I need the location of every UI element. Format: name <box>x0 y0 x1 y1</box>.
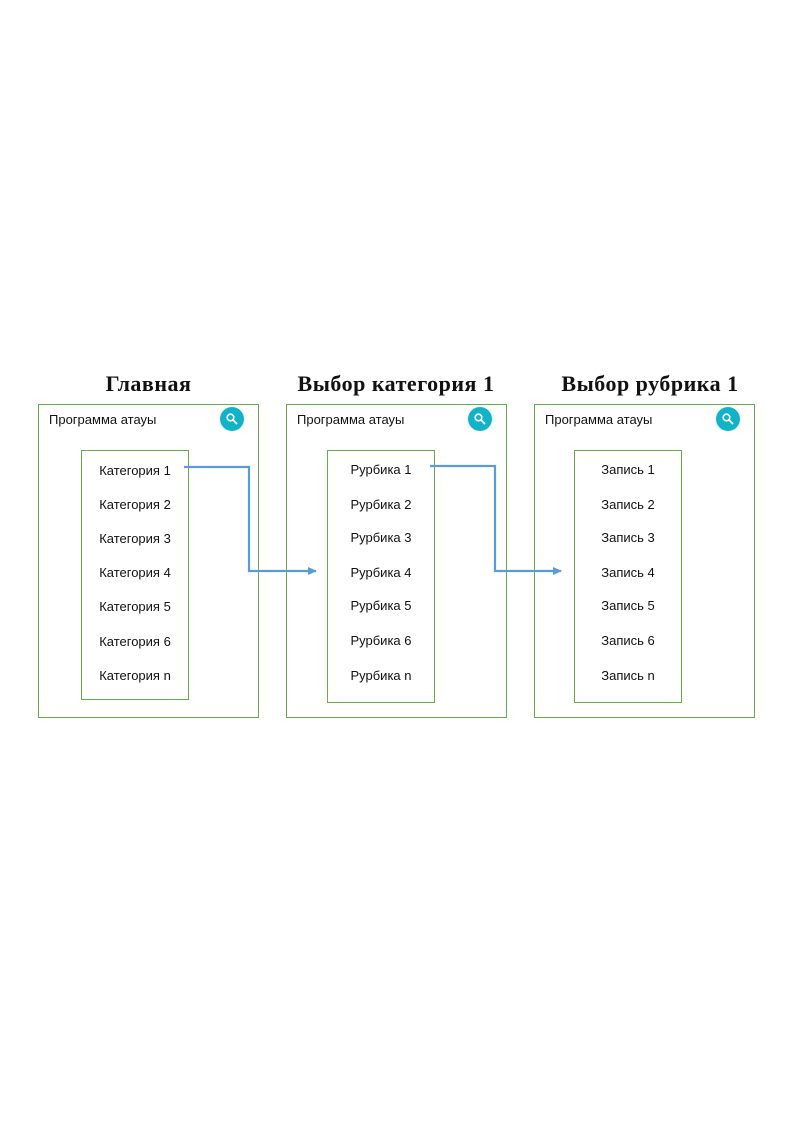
rubric-item-n[interactable]: Рурбика n <box>350 668 412 683</box>
record-item-n[interactable]: Запись n <box>601 668 655 683</box>
search-button[interactable] <box>716 407 740 431</box>
record-item-4[interactable]: Запись 4 <box>601 565 655 580</box>
category-list: Категория 1 Категория 2 Категория 3 Кате… <box>81 450 189 700</box>
app-name: Программа атауы <box>545 412 653 427</box>
rubric-item-2[interactable]: Рурбика 2 <box>350 497 412 512</box>
rubric-list: Рурбика 1 Рурбика 2 Рурбика 3 Рурбика 4 … <box>327 450 435 703</box>
rubric-item-4[interactable]: Рурбика 4 <box>350 565 412 580</box>
rubric-item-5[interactable]: Рурбика 5 <box>350 598 412 613</box>
screen-title-main: Главная <box>105 371 192 396</box>
category-item-1[interactable]: Категория 1 <box>99 463 171 478</box>
rubric-item-1[interactable]: Рурбика 1 <box>350 462 412 477</box>
search-icon <box>474 413 486 425</box>
category-item-2[interactable]: Категория 2 <box>99 497 171 512</box>
rubric-item-3[interactable]: Рурбика 3 <box>350 530 412 545</box>
category-item-n[interactable]: Категория n <box>99 668 171 683</box>
search-button[interactable] <box>220 407 244 431</box>
screen-main: Программа атауы Категория 1 Категория 2 … <box>38 404 259 718</box>
record-item-3[interactable]: Запись 3 <box>601 530 655 545</box>
record-item-2[interactable]: Запись 2 <box>601 497 655 512</box>
record-item-5[interactable]: Запись 5 <box>601 598 655 613</box>
category-item-6[interactable]: Категория 6 <box>99 634 171 649</box>
record-list: Запись 1 Запись 2 Запись 3 Запись 4 Запи… <box>574 450 682 703</box>
search-button[interactable] <box>468 407 492 431</box>
category-item-3[interactable]: Категория 3 <box>99 531 171 546</box>
screen-title-rubric: Выбор рубрика 1 <box>561 371 739 396</box>
app-name: Программа атауы <box>297 412 405 427</box>
rubric-item-6[interactable]: Рурбика 6 <box>350 633 412 648</box>
search-icon <box>226 413 238 425</box>
category-item-5[interactable]: Категория 5 <box>99 599 171 614</box>
screen-category: Программа атауы Рурбика 1 Рурбика 2 Рурб… <box>286 404 507 718</box>
record-item-6[interactable]: Запись 6 <box>601 633 655 648</box>
app-name: Программа атауы <box>49 412 157 427</box>
category-item-4[interactable]: Категория 4 <box>99 565 171 580</box>
screen-rubric: Программа атауы Запись 1 Запись 2 Запись… <box>534 404 755 718</box>
record-item-1[interactable]: Запись 1 <box>601 462 655 477</box>
screen-title-category: Выбор категория 1 <box>297 371 495 396</box>
search-icon <box>722 413 734 425</box>
